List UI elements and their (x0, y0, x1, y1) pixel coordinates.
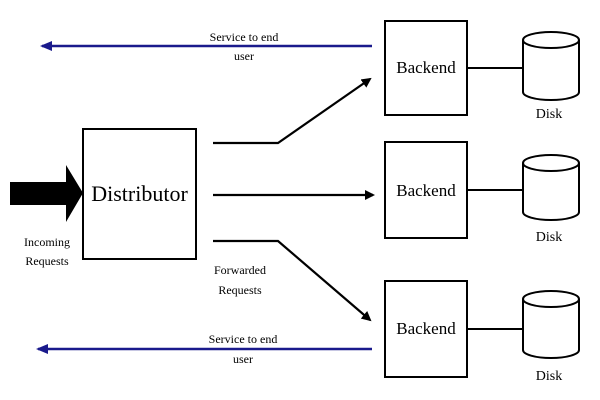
distributor-label: Distributor (91, 181, 188, 206)
return-bottom-label-line1: Service to end (209, 332, 278, 346)
backend-box-2 (384, 141, 468, 239)
forwarded-label-line2: Requests (218, 283, 262, 297)
disk-icon-3 (522, 290, 580, 359)
disk-icon-1 (522, 31, 580, 101)
distributor-box (82, 128, 197, 260)
incoming-label-line1: Incoming (24, 235, 70, 249)
backend-label-1: Backend (396, 58, 456, 77)
forward-arrow-bottom (213, 239, 372, 322)
disk-icon-2 (522, 154, 580, 221)
forward-arrow-top (213, 77, 372, 145)
forwarded-label-line1: Forwarded (214, 263, 266, 277)
disk-label-1: Disk (536, 107, 562, 122)
backend-label-3: Backend (396, 319, 456, 338)
incoming-label-line2: Requests (25, 254, 69, 268)
disk-label-3: Disk (536, 369, 562, 384)
disk-label-2: Disk (536, 230, 562, 245)
backend-box-1 (384, 20, 468, 116)
backend-box-3 (384, 280, 468, 378)
return-top-label-line2: user (234, 49, 254, 63)
return-bottom-label-line2: user (233, 352, 253, 366)
return-top-label-line1: Service to end (210, 30, 279, 44)
incoming-arrow (10, 165, 83, 222)
backend-label-2: Backend (396, 181, 456, 200)
